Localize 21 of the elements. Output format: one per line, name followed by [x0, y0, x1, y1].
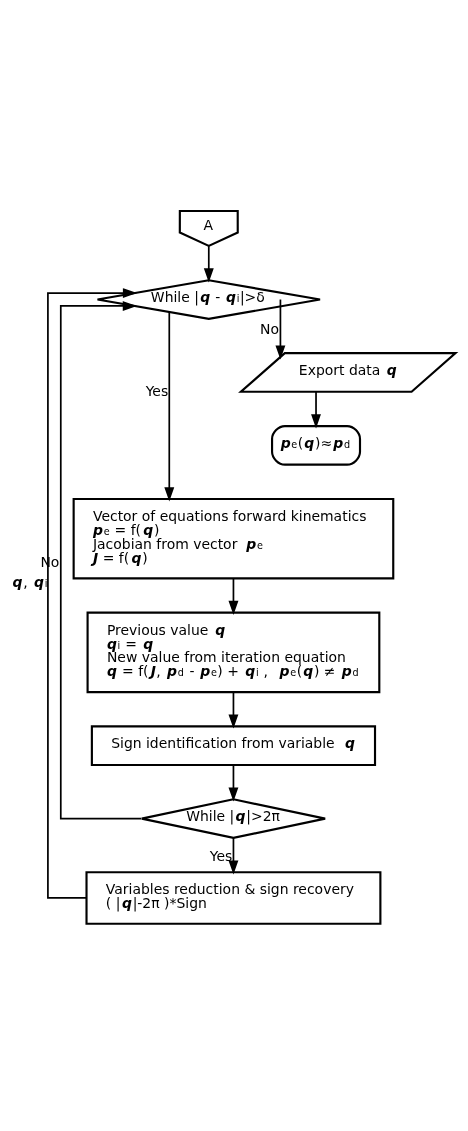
arrow — [164, 311, 175, 502]
edge-label: q, qi — [12, 574, 48, 590]
arrow — [228, 691, 239, 729]
edge-label: No — [260, 321, 279, 338]
arrow — [228, 837, 239, 875]
node-diamond: While |q - qi|>δ — [96, 279, 322, 320]
node-box: Sign identification from variable q — [90, 725, 377, 767]
node-box: Vector of equations forward kinematics pe = f(q) Jacobian from vector pe J = f(q) — [72, 497, 395, 580]
node-box: Previous value q qi = q New value from iteration equation q = f(J, pd - pe) + qi , pe(q) ≠ pd — [86, 611, 381, 694]
arrow — [228, 764, 239, 802]
node-diamond: While |q|>2π — [140, 798, 327, 839]
arrow — [228, 577, 239, 616]
node-box: pe(q)≈pd — [271, 425, 362, 466]
arrow — [275, 298, 286, 360]
arrow — [311, 391, 321, 429]
arrow — [47, 288, 138, 899]
edge-label: Yes — [145, 383, 169, 400]
edge-label: Yes — [209, 847, 233, 864]
arrow — [59, 301, 143, 820]
node-box: Variables reduction & sign recovery ( |q|-2π )*Sign — [85, 871, 382, 925]
arrow — [203, 245, 214, 283]
